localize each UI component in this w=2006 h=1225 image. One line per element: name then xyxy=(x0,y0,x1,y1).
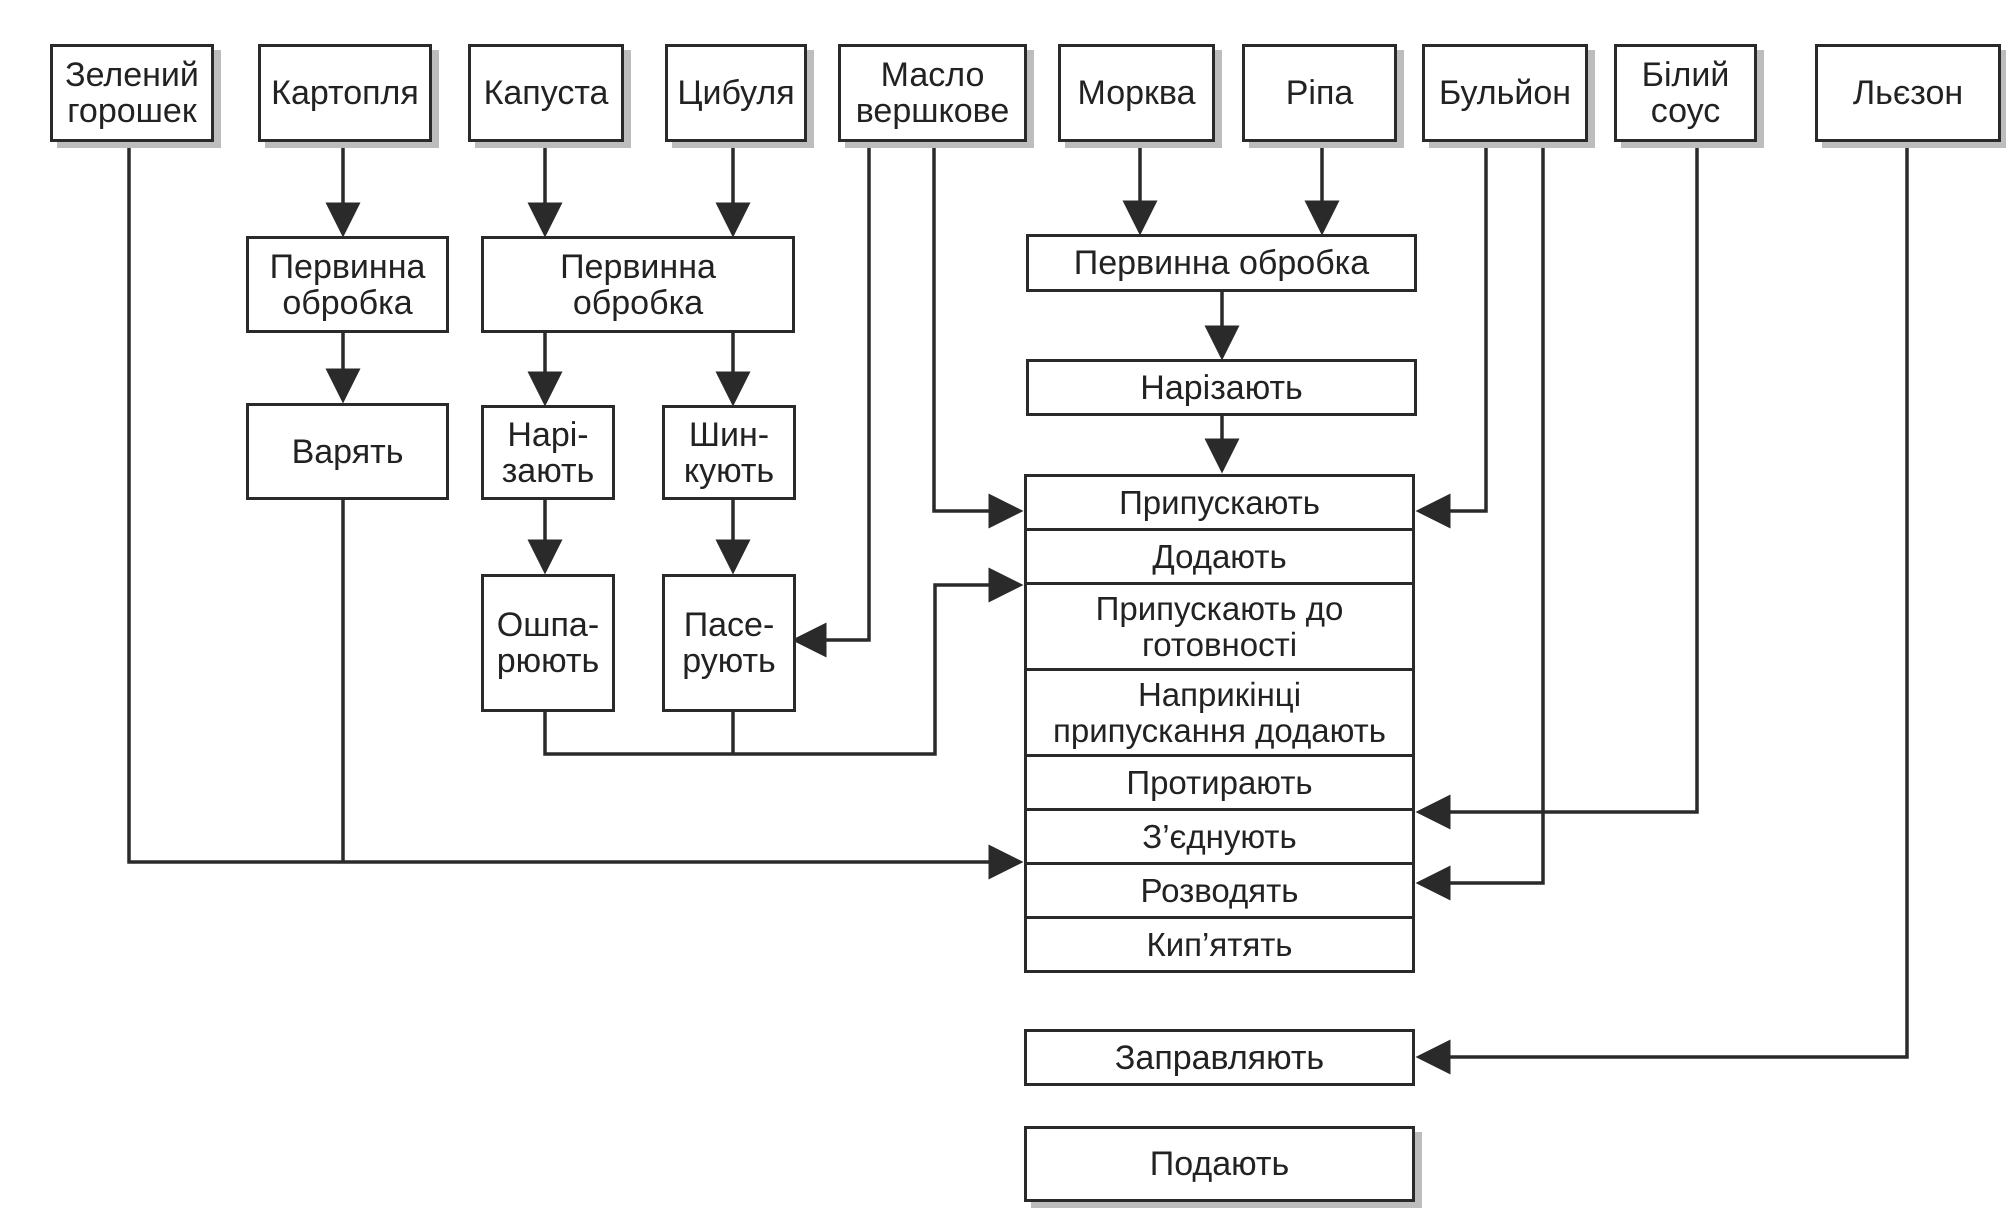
ingredient-carrot: Морква xyxy=(1058,44,1215,142)
stack-row-rub: Протирають xyxy=(1027,757,1412,811)
arrow-broth-to-dilute xyxy=(1415,142,1545,901)
arrow-butter-to-saute xyxy=(791,142,871,658)
ingredient-butter: Масло вершкове xyxy=(838,44,1027,142)
stack-row-boil: Кип’ятять xyxy=(1146,925,1293,963)
ingredient-potato: Картопля xyxy=(258,44,432,142)
stack-row-simmer: Припускають xyxy=(1027,477,1412,531)
arrow-sauce-to-combine xyxy=(1415,142,1699,830)
arrow-liaison-to-dress xyxy=(1415,142,1909,1075)
stack-row-dilute: Розводять xyxy=(1027,865,1412,919)
step-roots-cut: Нарізають xyxy=(1026,359,1417,416)
arrow-peas-potato-to-dilute xyxy=(127,142,1024,880)
arrow-broth-to-simmer xyxy=(1415,142,1488,529)
step-potato-primary-processing: Первинна обробка xyxy=(246,236,449,333)
step-dress: Заправляють xyxy=(1024,1029,1415,1086)
ingredient-cabbage: Капуста xyxy=(468,44,624,142)
arrow-scald-saute-to-add xyxy=(543,567,1024,756)
stack-row-add: Додають xyxy=(1027,531,1412,585)
stack-row-combine: З’єднують xyxy=(1027,811,1412,865)
ingredient-liaison: Льєзон xyxy=(1815,44,2001,142)
main-process-stack: Припускають Додають Припускають до готов… xyxy=(1024,474,1415,973)
step-onion-shred: Шин- кують xyxy=(662,405,796,500)
step-serve: Подають xyxy=(1024,1126,1415,1202)
step-cabbage-cut: Нарі- зають xyxy=(481,405,615,500)
ingredient-broth: Бульйон xyxy=(1422,44,1588,142)
ingredient-green-peas: Зелений горошек xyxy=(50,44,214,142)
ingredient-onion: Цибуля xyxy=(665,44,807,142)
step-roots-primary-processing: Первинна обробка xyxy=(1026,234,1417,292)
ingredient-white-sauce: Білий соус xyxy=(1614,44,1757,142)
arrow-butter-to-simmer xyxy=(932,142,1024,529)
step-potato-boil: Варять xyxy=(246,403,449,500)
stack-row-simmer-until-ready: Припускають до готовності xyxy=(1027,585,1412,671)
step-onion-saute: Пасе- рують xyxy=(662,574,796,712)
step-cabbage-onion-primary-processing: Первинна обробка xyxy=(481,236,795,333)
stack-row-add-at-end: Наприкінці припускання додають xyxy=(1027,671,1412,757)
ingredient-turnip: Ріпа xyxy=(1242,44,1397,142)
step-cabbage-scald: Ошпа- рюють xyxy=(481,574,615,712)
